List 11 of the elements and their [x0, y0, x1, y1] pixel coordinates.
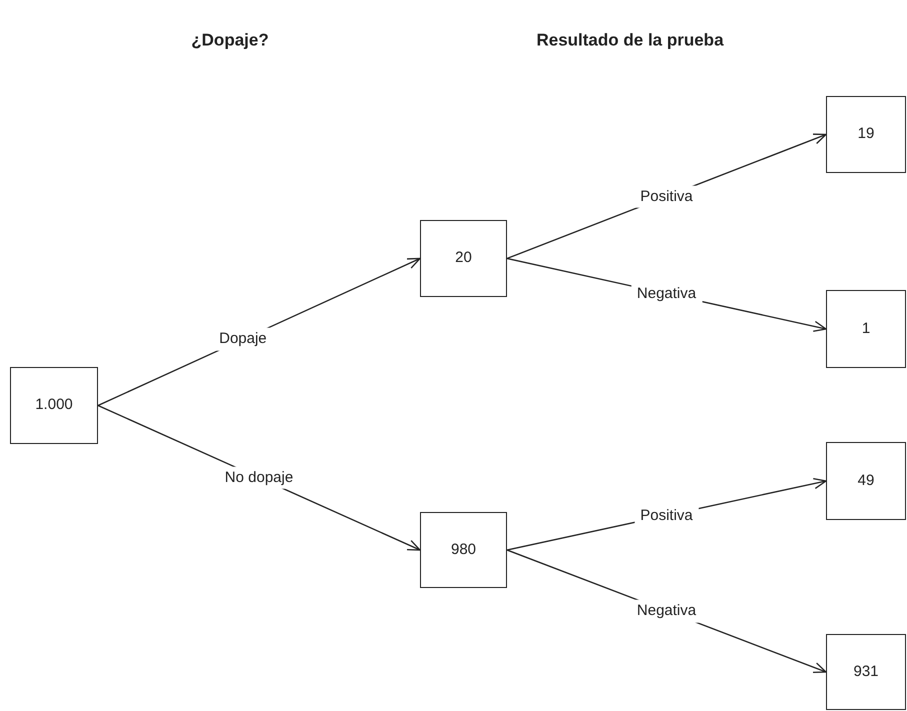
- value-box: 931: [826, 634, 906, 710]
- column-heading: Resultado de la prueba: [536, 29, 724, 52]
- edge-label: Negativa: [630, 282, 702, 305]
- edge-label: Positiva: [634, 185, 699, 208]
- value-box: 49: [826, 442, 906, 520]
- value-box: 19: [826, 96, 906, 173]
- value-box: 980: [420, 512, 507, 588]
- value-box: 1.000: [10, 367, 98, 444]
- column-heading: ¿Dopaje?: [191, 29, 269, 52]
- value-box: 1: [826, 290, 906, 368]
- value-box: 20: [420, 220, 507, 297]
